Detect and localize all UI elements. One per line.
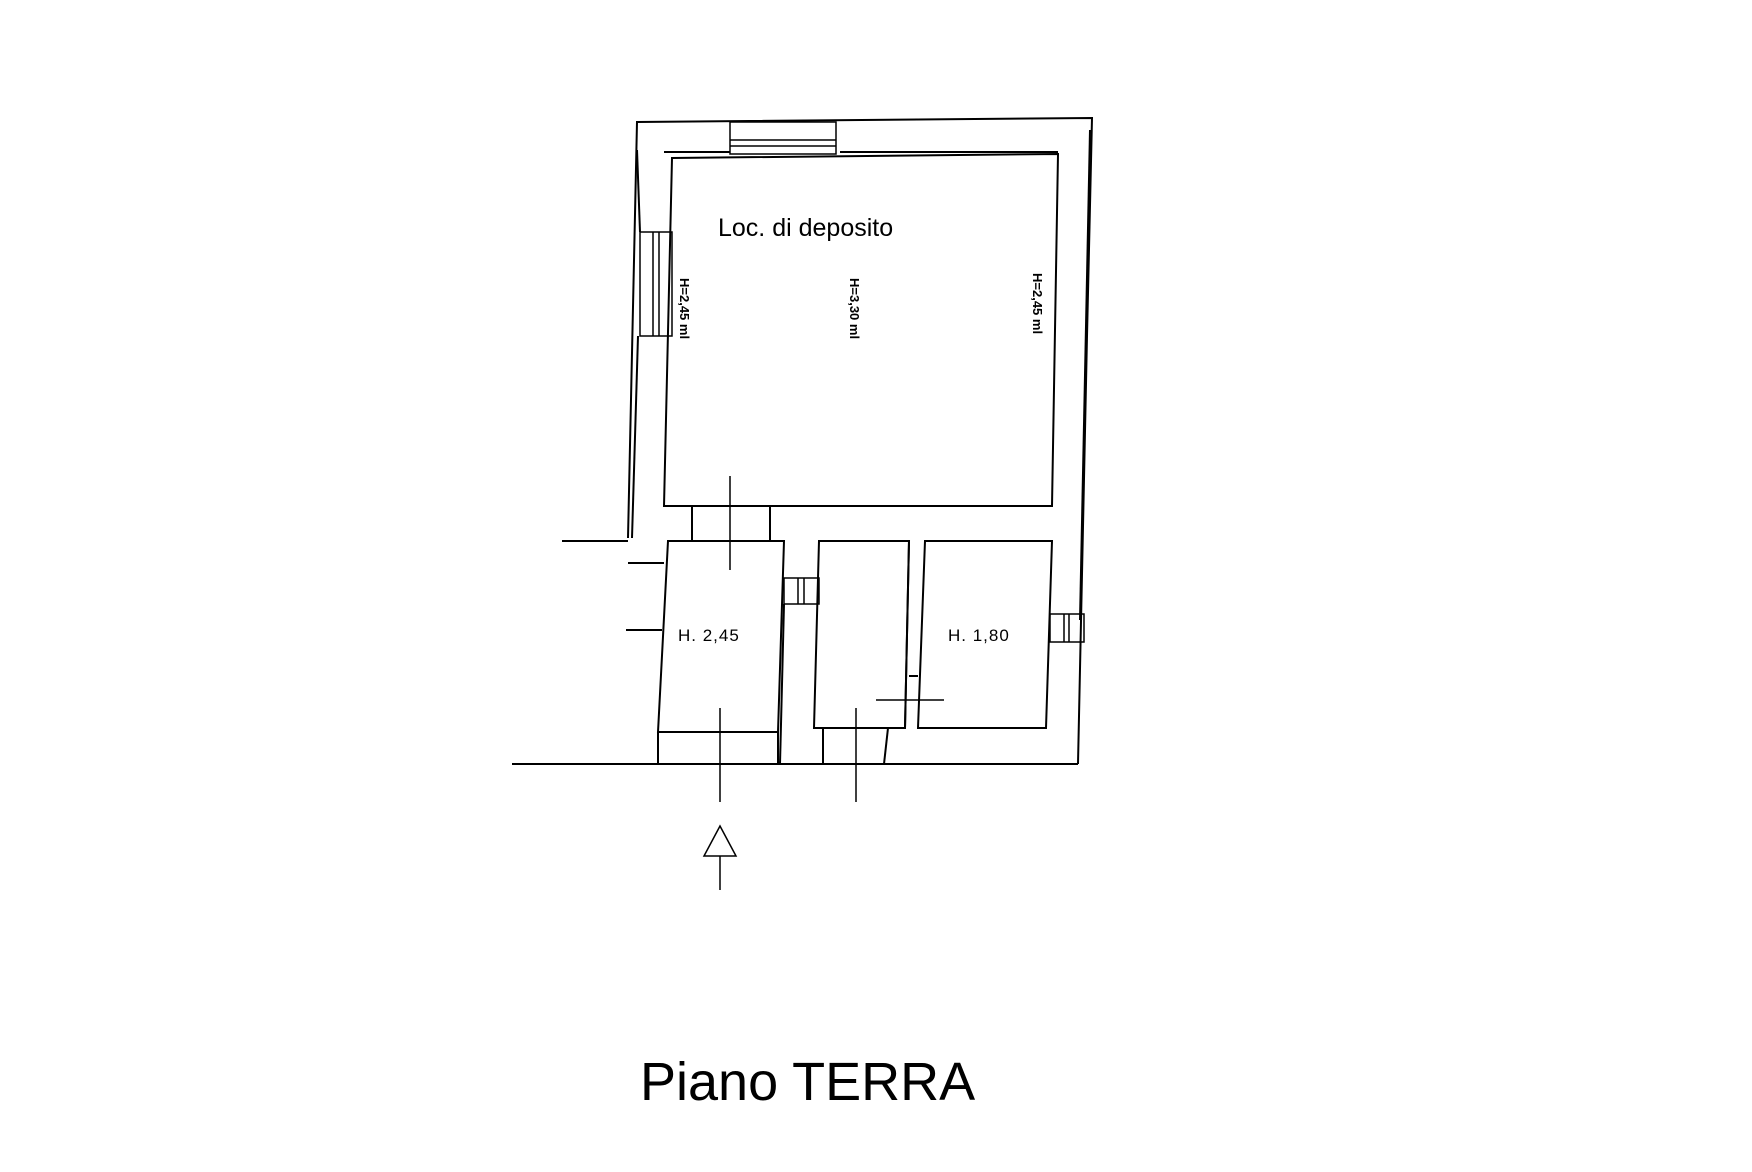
small-room-right — [916, 540, 1054, 729]
entrance-arrow-head — [702, 824, 738, 857]
storage-room — [662, 152, 1060, 507]
window-top — [729, 121, 837, 155]
partition-left-middle — [779, 603, 785, 765]
outer-walls — [512, 116, 1094, 765]
left-wall-inner — [636, 149, 641, 233]
outer-wall-outline — [627, 116, 1094, 765]
small-room-middle-sill-right — [883, 727, 889, 765]
storage-height-left: H=2,45 ml — [677, 278, 692, 339]
small-room-right-height: H. 1,80 — [948, 626, 1010, 645]
window-right — [1049, 613, 1085, 643]
entrance-arrow-icon — [702, 824, 738, 890]
windows — [639, 121, 1085, 643]
plan-title: Piano TERRA — [640, 1052, 975, 1112]
small-room-left-height: H. 2,45 — [678, 626, 740, 645]
window-left — [639, 231, 673, 337]
partition-middle-right — [904, 540, 910, 729]
labels: Loc. di deposito H=2,45 ml H=3,30 ml H=2… — [640, 214, 1045, 1112]
storage-height-right: H=2,45 ml — [1030, 273, 1045, 334]
storage-room-label: Loc. di deposito — [718, 214, 893, 242]
right-wall-inner — [1079, 129, 1091, 621]
storage-height-center: H=3,30 ml — [847, 278, 862, 339]
rooms — [656, 152, 1060, 765]
window-middle — [783, 577, 820, 605]
left-wall-inner-lower — [631, 335, 639, 539]
door-markers — [719, 476, 944, 802]
